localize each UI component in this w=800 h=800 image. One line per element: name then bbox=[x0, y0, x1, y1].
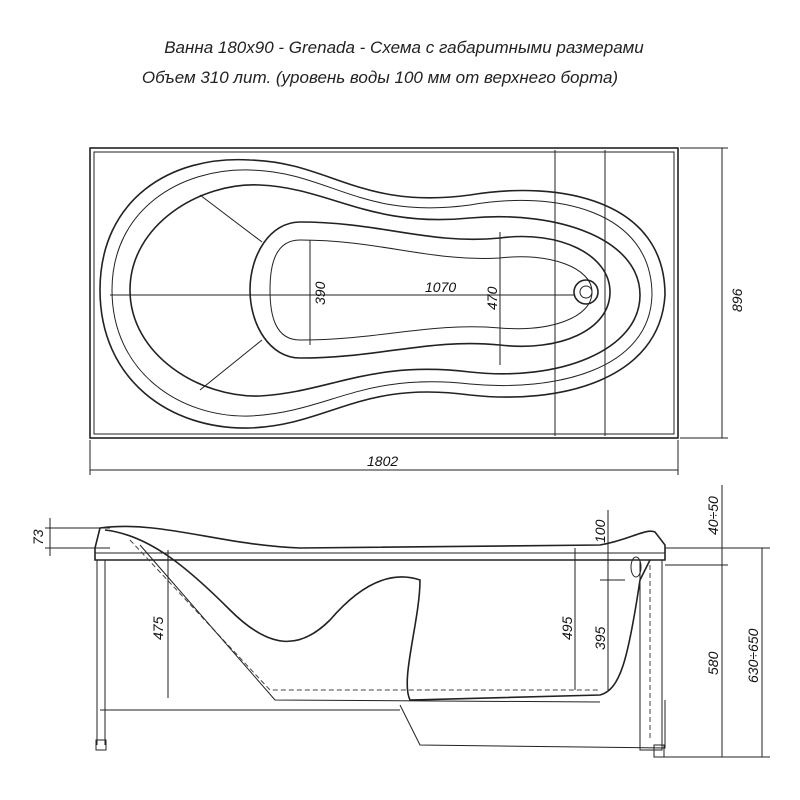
drawing-subtitle: Объем 310 лит. (уровень воды 100 мм от в… bbox=[141, 68, 619, 87]
dim-1070: 1070 bbox=[425, 279, 456, 295]
dim-40-50: 40÷50 bbox=[705, 496, 721, 535]
dim-630-650: 630÷650 bbox=[745, 628, 761, 683]
bath-inner-bowl bbox=[129, 184, 641, 397]
dim-1802: 1802 bbox=[367, 453, 398, 469]
dim-896: 896 bbox=[729, 288, 745, 312]
dim-475: 475 bbox=[150, 616, 166, 640]
drawing-line bbox=[199, 339, 263, 391]
leg-foot-right bbox=[653, 744, 665, 758]
bath-outer-bowl bbox=[99, 158, 666, 429]
drawing-line bbox=[579, 285, 593, 299]
dim-100: 100 bbox=[592, 519, 608, 543]
bath-floor bbox=[249, 221, 611, 359]
dim-470: 470 bbox=[484, 286, 500, 310]
leg-foot-left bbox=[95, 739, 107, 751]
top-view: 390 1070 470 896 1802 bbox=[89, 147, 745, 475]
dim-580: 580 bbox=[705, 651, 721, 675]
drawing-line bbox=[269, 239, 593, 341]
side-view: 73 475 100 495 395 580 40÷50 630÷650 bbox=[30, 485, 770, 758]
drawing-line bbox=[399, 700, 666, 749]
dim-73: 73 bbox=[30, 529, 46, 545]
dim-495: 495 bbox=[559, 616, 575, 640]
drawing-title: Ванна 180x90 - Grenada - Схема с габарит… bbox=[164, 38, 644, 57]
bath-outer-rim bbox=[89, 147, 679, 439]
drawing-line bbox=[639, 559, 663, 751]
drawing-line bbox=[199, 194, 263, 243]
drawing-line bbox=[111, 169, 653, 417]
drain-icon bbox=[573, 279, 599, 305]
drawing-line bbox=[129, 539, 600, 691]
drawing-line bbox=[139, 544, 601, 703]
overflow-icon bbox=[630, 556, 642, 578]
bath-rim-profile bbox=[94, 525, 666, 561]
dim-390: 390 bbox=[312, 281, 328, 305]
dim-395: 395 bbox=[592, 626, 608, 650]
bath-inner-profile bbox=[104, 529, 651, 701]
drawing-line bbox=[93, 151, 675, 435]
